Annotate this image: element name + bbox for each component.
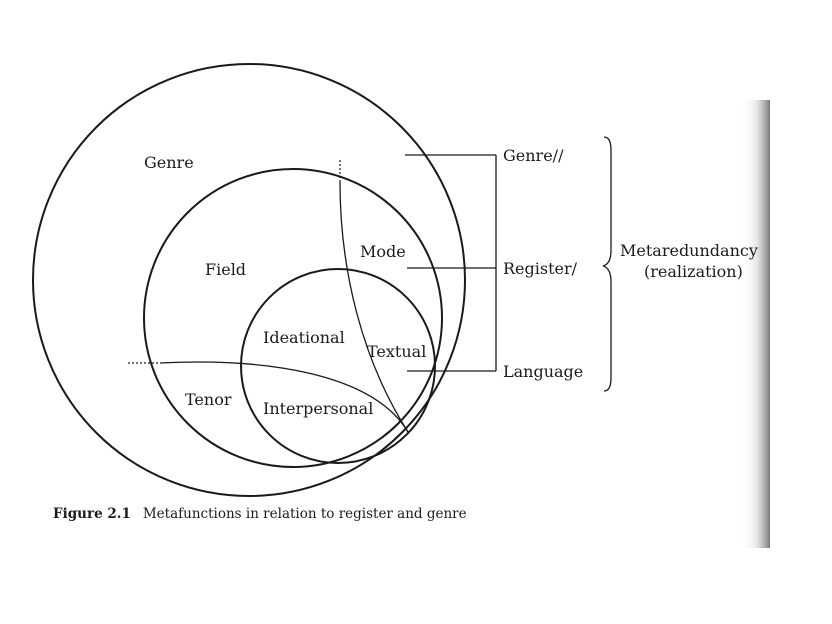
tenor-divider-curve — [159, 361, 409, 433]
ideational-circle — [240, 268, 436, 464]
textual-label: Textual — [367, 342, 426, 361]
field-label: Field — [205, 260, 246, 279]
genre-circle — [32, 63, 466, 497]
figure-caption: Figure 2.1 Metafunctions in relation to r… — [53, 506, 467, 522]
stratum-genre-label: Genre// — [503, 146, 564, 165]
genre-label: Genre — [144, 153, 194, 172]
ideational-label: Ideational — [263, 328, 345, 347]
stratum-register-label: Register/ — [503, 259, 578, 278]
interpersonal-label: Interpersonal — [263, 399, 373, 418]
figure-caption-text: Metafunctions in relation to register an… — [142, 506, 467, 522]
realization-label: (realization) — [644, 262, 743, 281]
mode-label: Mode — [360, 242, 406, 261]
metaredundancy-label: Metaredundancy — [620, 241, 758, 260]
stratum-language-label: Language — [503, 362, 583, 381]
page-gutter-shadow — [740, 100, 770, 548]
mode-divider-curve — [339, 181, 409, 433]
figure-number: Figure 2.1 — [53, 506, 131, 522]
realization-brace — [602, 136, 612, 392]
tenor-label: Tenor — [185, 390, 232, 409]
field-circle — [143, 168, 443, 468]
